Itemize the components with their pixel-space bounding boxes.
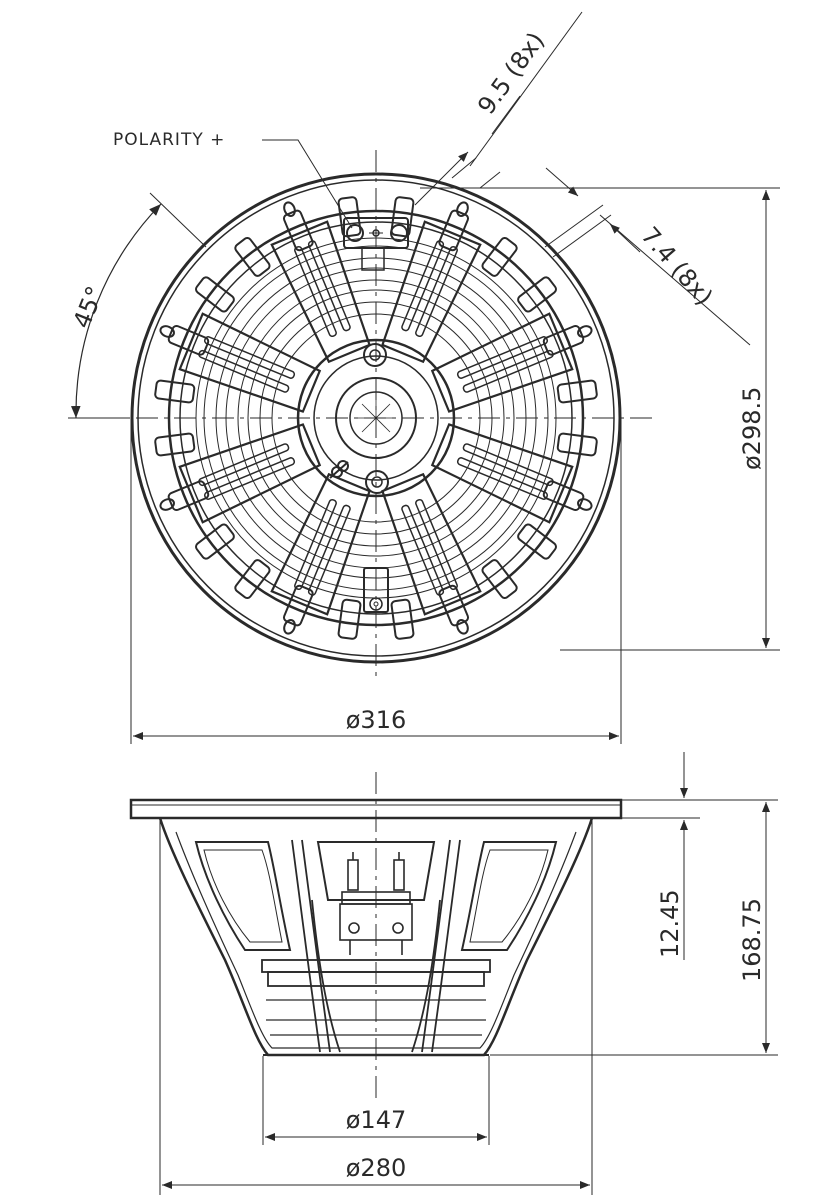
flange-slot [234,237,271,277]
baffle-cutout-dimension [159,818,593,1195]
front-view: POLARITY + 45° 9.5 (8x) 7.4 (8x) [68,11,780,744]
flange-slot [195,276,235,313]
baffle-cutout-label: ø280 [346,1154,407,1182]
bolt-circle-dimension [420,187,780,651]
flange-slot [337,598,362,640]
basket-spoke [270,472,371,616]
polarity-label: POLARITY + [113,130,225,150]
terminal-negative [390,224,408,242]
flange-slot [390,598,415,640]
hole-diameter-dimension [544,167,751,346]
basket-spoke [178,312,322,413]
logo-icon [329,460,349,479]
flange-slot [282,584,314,627]
flange-slot [438,584,470,627]
bolt-circle-label: ø298.5 [738,387,766,470]
mounting-hole [577,325,593,338]
basket-spoke [430,423,574,524]
flange-slot [154,379,196,404]
basket-spoke [381,472,482,616]
magnet-hub-outer [296,338,456,498]
polarity-leader [262,139,353,229]
cone-surround [195,237,557,599]
side-view: 12.45 168.75 ø147 ø280 [129,752,778,1195]
terminals-side [339,852,413,955]
mounting-hole [456,201,469,217]
overall-depth-label: 168.75 [738,898,766,982]
flange-slot [517,523,557,560]
basket-window-right [460,841,558,951]
mounting-hole [456,619,469,635]
hole-spacing-label: 9.5 (8x) [472,27,550,120]
hole-spacing-dimension [414,11,583,206]
dust-cap [335,377,417,459]
flange-slot [556,432,598,457]
mounting-hole [283,619,296,635]
rim-inner-edge [137,179,615,657]
flange-slot [167,324,210,356]
basket-spoke [270,220,371,364]
basket-spoke [381,220,482,364]
flange-slot [154,432,196,457]
basket-ring [179,221,573,615]
magnet-diameter-dimension [262,1056,490,1145]
flange-slot [481,559,518,599]
outer-rim [130,172,622,664]
flange-slot [542,480,585,512]
flange-slot [234,559,271,599]
hole-diameter-label: 7.4 (8x) [635,222,718,311]
terminal-positive [346,224,364,242]
terminal-block-bottom [363,567,389,613]
hub-boss-top [363,343,387,367]
basket-window-center [316,841,436,901]
hub-boss-bottom [365,470,389,494]
flange-slot [282,209,314,252]
flange-slot [542,324,585,356]
mounting-hole [159,498,175,511]
vent-hatching [356,398,396,438]
flange-slot [481,237,518,277]
basket-spoke [430,312,574,413]
motor-assembly [261,959,491,1056]
mounting-hole [283,201,296,217]
flange-slot [195,523,235,560]
basket-window-left [194,841,292,951]
flange-slot [167,480,210,512]
mounting-flange [129,798,623,820]
flange-inner-ring [167,209,585,627]
magnet-hub-ring [313,355,439,481]
pole-vent [349,391,403,445]
flange-slot [556,379,598,404]
basket-spoke [178,423,322,524]
flange-slots [154,196,598,640]
flange-thickness-label: 12.45 [656,889,684,958]
outer-diameter-dimension [130,418,622,744]
basket-spokes [178,220,574,616]
terminal-block-top [343,217,409,271]
angle-ref-line [149,192,207,248]
mounting-hole [577,498,593,511]
overall-depth-dimension [490,799,778,1056]
flange-slot [337,196,362,238]
angle-label: 45° [68,282,110,332]
angle-arc [71,203,162,419]
flange-slot [438,209,470,252]
outer-diameter-label: ø316 [346,706,407,734]
magnet-diameter-label: ø147 [346,1106,407,1134]
flange-slot [517,276,557,313]
flange-slot [390,196,415,238]
side-spokes [291,839,461,1053]
